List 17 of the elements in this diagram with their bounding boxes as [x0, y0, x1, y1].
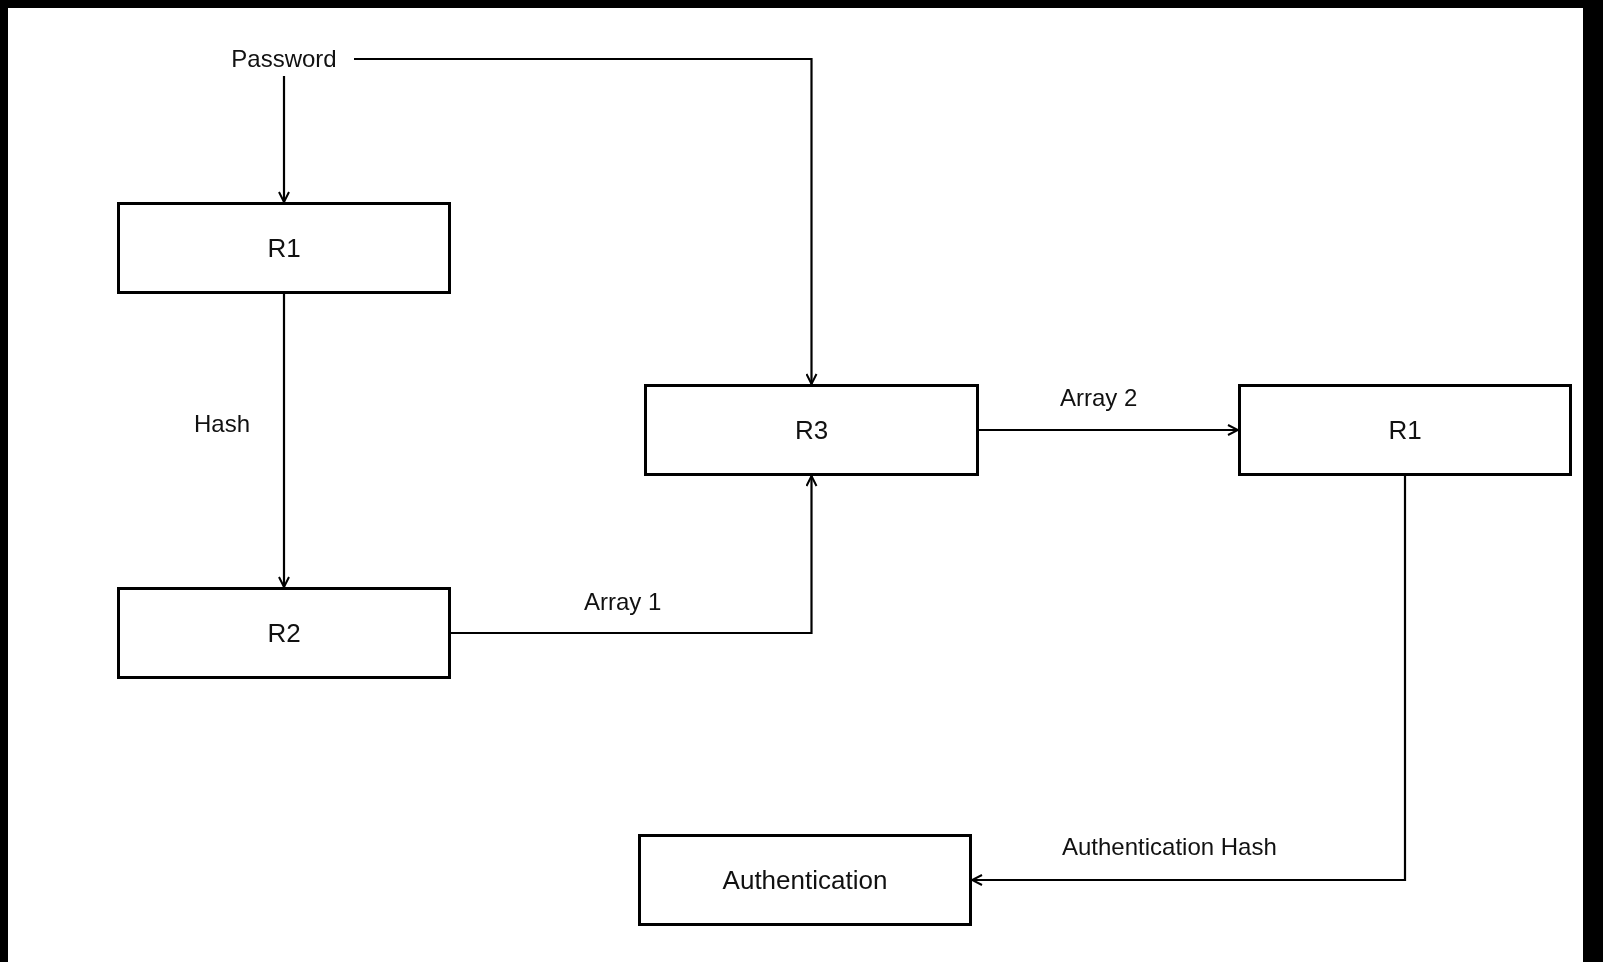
arrow	[278, 294, 290, 588]
process-box	[117, 202, 451, 294]
box-label: Authentication	[722, 864, 888, 896]
box-label: R1	[1388, 414, 1422, 446]
process-box	[644, 384, 979, 476]
arrow	[278, 76, 290, 203]
arrow	[979, 424, 1239, 436]
arrow	[451, 475, 818, 635]
process-box	[117, 587, 451, 679]
process-box	[1238, 384, 1572, 476]
box-label: R2	[267, 617, 301, 649]
box-label: R3	[794, 414, 829, 446]
arrow	[354, 57, 818, 385]
box-label: R1	[267, 232, 301, 264]
input-label: Password	[214, 42, 354, 76]
process-box	[638, 834, 972, 926]
arrow	[971, 476, 1407, 886]
